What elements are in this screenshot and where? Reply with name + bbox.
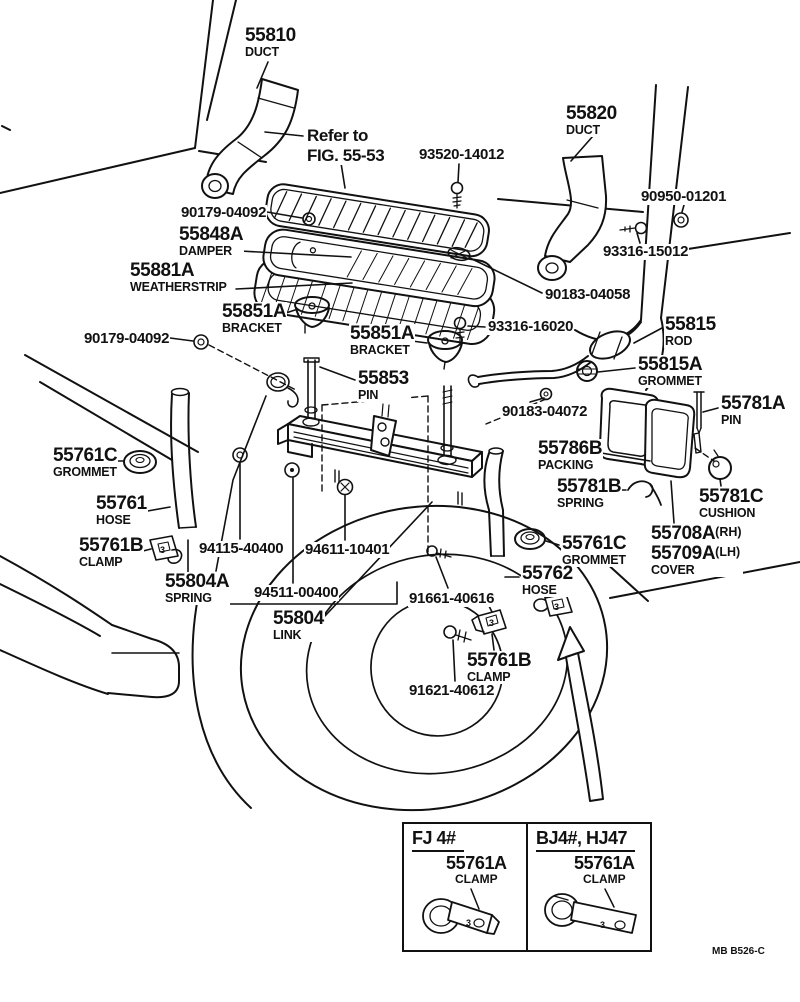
label-94115-40400: 94115-40400	[198, 540, 285, 557]
label-grommet-c-left: 55761C GROMMET	[52, 445, 119, 479]
label-hose-55762: 55762 HOSE	[521, 563, 574, 597]
vent-grille-drawing	[264, 183, 490, 258]
label-bracket-left: 55851A BRACKET	[221, 301, 288, 335]
label-90183-04058: 90183-04058	[544, 286, 632, 303]
variant-clamp-drawings	[422, 888, 637, 935]
link-assembly-drawing	[232, 357, 483, 506]
hose-drawings	[170, 387, 505, 557]
label-packing: 55786B PACKING	[537, 438, 604, 472]
label-clamp-a-bj4: 55761A CLAMP	[574, 853, 635, 886]
label-hose-55761: 55761 HOSE	[95, 493, 148, 527]
fastener-drawings	[123, 181, 689, 643]
clamp-mark: 3	[489, 618, 494, 628]
clamp-mark: 3	[600, 920, 605, 930]
label-cover: 55708A(RH) 55709A(LH) COVER	[650, 523, 743, 577]
duct-left-drawing	[201, 78, 299, 199]
leader-lines	[111, 61, 722, 682]
label-damper: 55848A DAMPER	[178, 224, 245, 258]
variant-title-fj4: FJ 4#	[412, 828, 464, 852]
label-refer-note: Refer to FIG. 55-53	[306, 126, 386, 166]
label-pin-55853: 55853 PIN	[357, 368, 410, 402]
clamp-mark: 3	[554, 602, 559, 612]
label-94611-10401: 94611-10401	[304, 541, 391, 558]
label-94511-00400: 94511-00400	[253, 584, 340, 601]
label-93316-16020: 93316-16020	[487, 318, 575, 335]
label-rod-grommet: 55815A GROMMET	[637, 354, 704, 388]
label-90179-04092-left: 90179-04092	[83, 330, 171, 347]
label-spring-b: 55781B SPRING	[556, 476, 623, 510]
label-91661-40616: 91661-40616	[408, 590, 496, 607]
label-clamp-b-left: 55761B CLAMP	[78, 535, 145, 569]
cover-packing-drawing	[598, 387, 732, 506]
damper-drawing	[262, 228, 496, 308]
direction-arrow	[557, 626, 604, 802]
figure-code: MB B526-C	[712, 946, 765, 957]
clamp-mark: 3	[160, 545, 165, 555]
duct-right-drawing	[537, 155, 608, 281]
variant-cell-fj4: FJ 4# 55761A CLAMP	[404, 824, 526, 950]
label-rod: 55815 ROD	[664, 314, 717, 348]
label-cushion: 55781C CUSHION	[698, 486, 765, 520]
clamp-mark: 3	[466, 918, 471, 928]
label-clamp-a-fj4: 55761A CLAMP	[446, 853, 507, 886]
label-duct-left: 55810 DUCT	[244, 25, 297, 59]
label-duct-right: 55820 DUCT	[565, 103, 618, 137]
label-grommet-c-right: 55761C GROMMET	[561, 533, 628, 567]
clamp-drawings	[149, 535, 573, 635]
rod-drawing	[467, 330, 631, 388]
label-bracket-right: 55851A BRACKET	[349, 323, 416, 357]
label-93316-15012: 93316-15012	[602, 243, 690, 260]
label-93520-14012: 93520-14012	[418, 146, 506, 163]
label-weatherstrip: 55881A WEATHERSTRIP	[129, 260, 228, 294]
label-clamp-b-center: 55761B CLAMP	[466, 650, 533, 684]
variant-table: FJ 4# 55761A CLAMP BJ4#, HJ47 55761A CLA…	[402, 822, 652, 952]
label-91621-40612: 91621-40612	[408, 682, 496, 699]
label-spring-a: 55804A SPRING	[164, 571, 231, 605]
label-pin-55781a: 55781A PIN	[720, 393, 787, 427]
label-90183-04072: 90183-04072	[501, 403, 589, 420]
label-90950-01201: 90950-01201	[640, 188, 728, 205]
label-90179-04092-top: 90179-04092	[180, 204, 268, 221]
variant-title-bj4-hj47: BJ4#, HJ47	[536, 828, 636, 852]
variant-cell-bj4-hj47: BJ4#, HJ47 55761A CLAMP	[526, 824, 650, 950]
label-link: 55804 LINK	[272, 608, 325, 642]
